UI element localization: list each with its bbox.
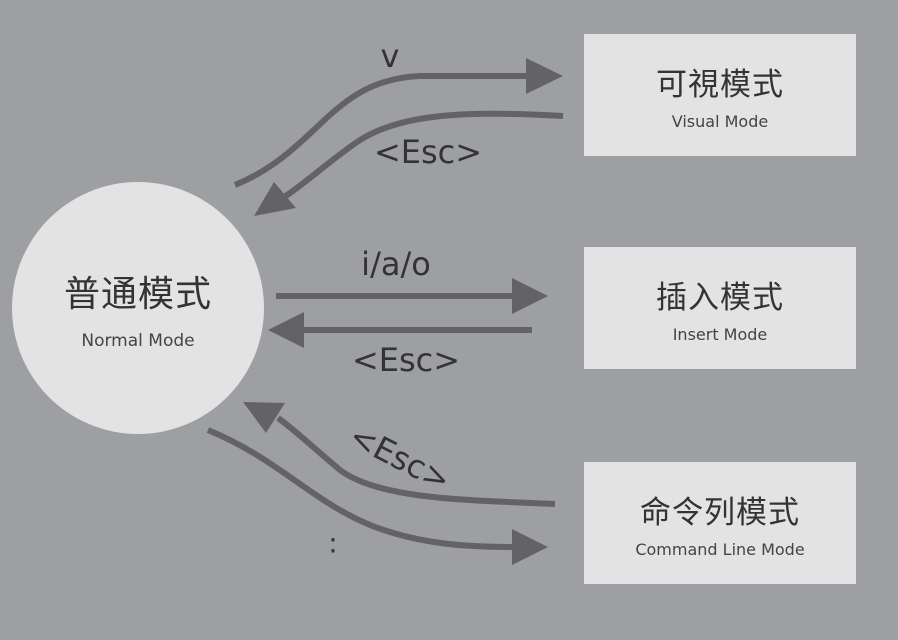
visual-mode-subtitle: Visual Mode <box>671 112 769 131</box>
command-mode-title: 命令列模式 <box>640 495 800 531</box>
insert-mode-subtitle: Insert Mode <box>672 325 768 344</box>
label-to-visual: v <box>380 37 400 75</box>
visual-mode-title: 可視模式 <box>656 67 784 103</box>
insert-mode-node: 插入模式 Insert Mode <box>584 247 856 369</box>
arrow-from-command <box>276 415 556 507</box>
label-from-visual: <Esc> <box>373 133 483 171</box>
arrow-to-command <box>206 427 516 550</box>
arrowhead-icon <box>243 402 285 433</box>
command-mode-subtitle: Command Line Mode <box>635 540 805 559</box>
arrowhead-icon <box>512 529 548 565</box>
arrowhead-icon <box>512 278 548 314</box>
arrowhead-icon <box>254 182 296 216</box>
label-to-insert: i/a/o <box>361 245 431 283</box>
label-from-insert: <Esc> <box>351 341 461 379</box>
arrowhead-icon <box>526 58 563 94</box>
command-mode-node: 命令列模式 Command Line Mode <box>584 462 856 584</box>
arrowhead-icon <box>268 312 304 348</box>
normal-mode-subtitle: Normal Mode <box>81 331 195 351</box>
arrow-to-visual <box>233 73 530 188</box>
arrow-from-visual <box>278 110 564 203</box>
insert-mode-title: 插入模式 <box>656 280 784 316</box>
normal-mode-node: 普通模式 Normal Mode <box>12 182 264 434</box>
visual-mode-node: 可視模式 Visual Mode <box>584 34 856 156</box>
label-to-command: : <box>328 526 338 560</box>
normal-mode-title: 普通模式 <box>63 274 212 315</box>
